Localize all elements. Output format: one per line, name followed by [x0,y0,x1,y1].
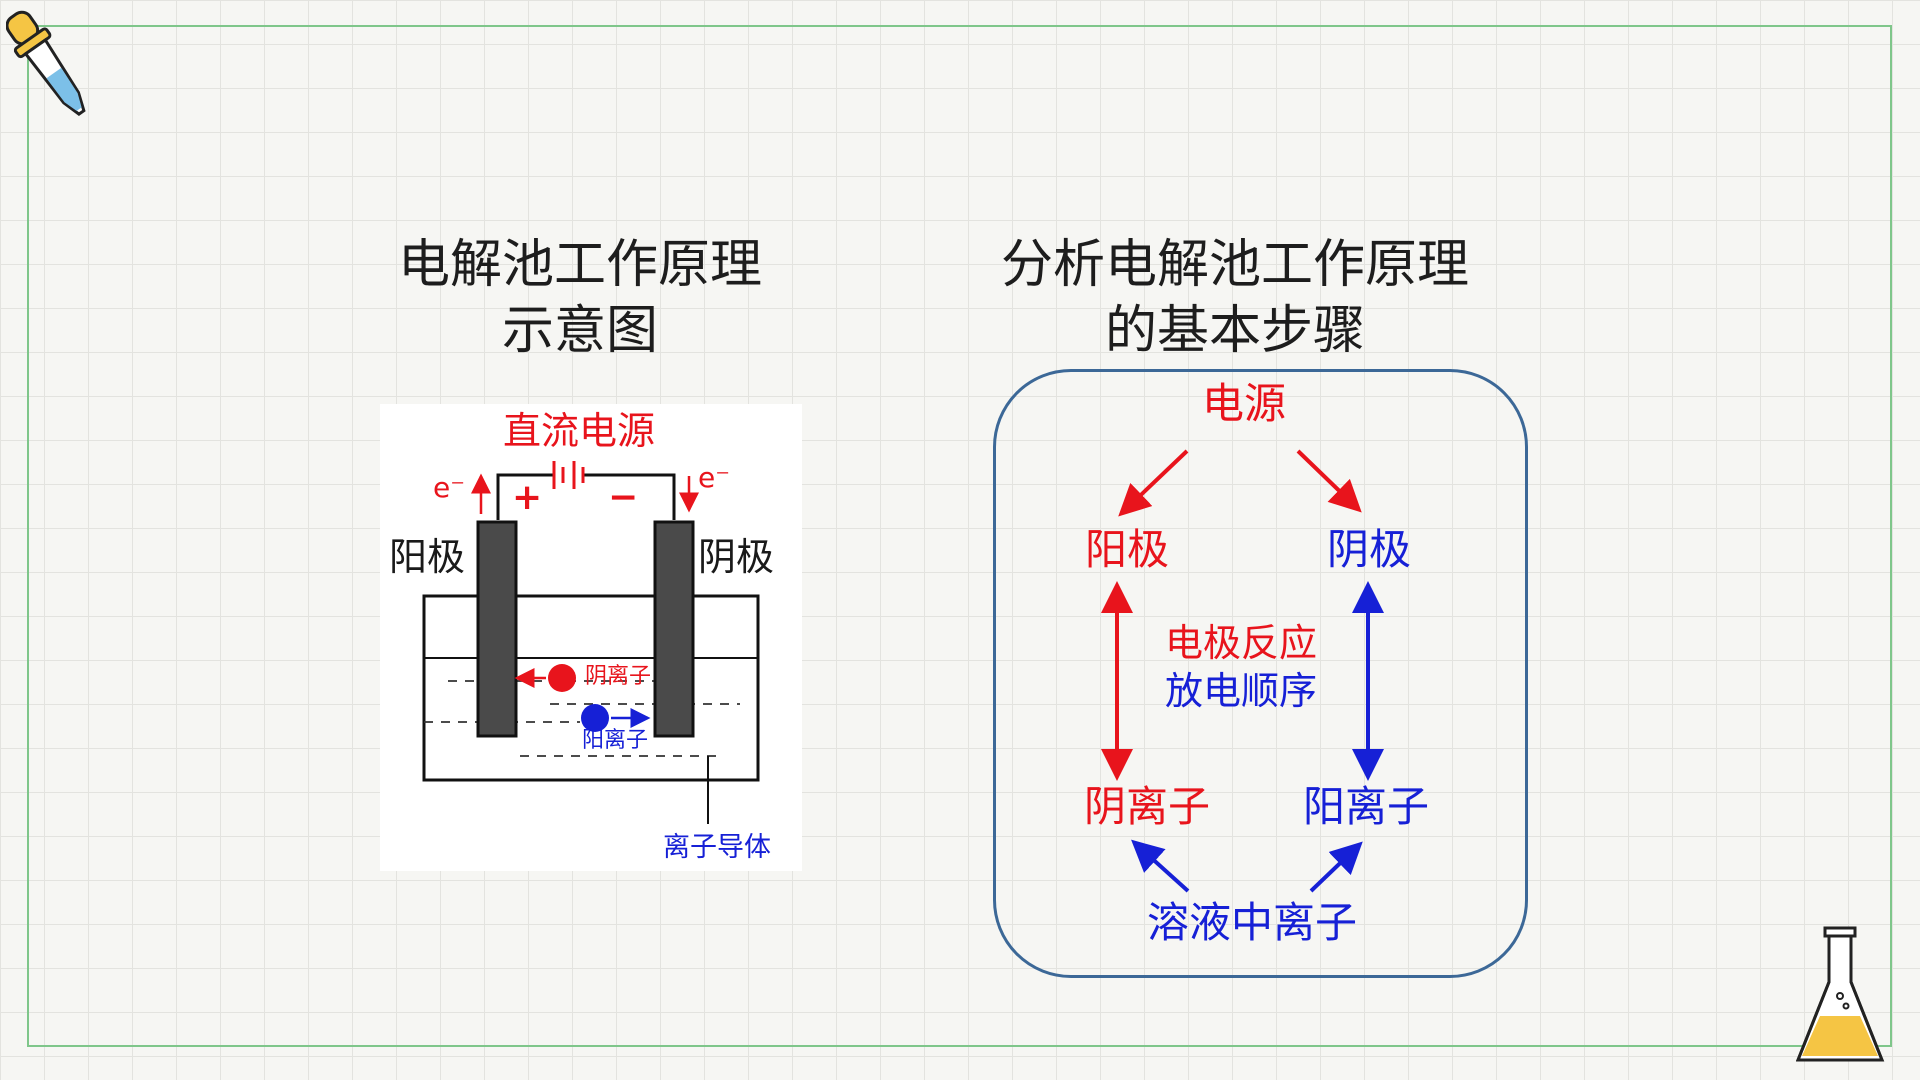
anion-dot [548,664,576,692]
anion-label: 阴离子 [585,664,652,689]
step-power: 电源 [1202,379,1287,428]
step-anion: 阴离子 [1084,782,1211,831]
positive-terminal: + [512,477,543,518]
left-title: 电解池工作原理 示意图 [355,232,805,364]
electron-label-right: e⁻ [698,461,731,494]
arrow-power-to-anode [1118,449,1189,517]
right-title-line2: 的基本步骤 [1104,301,1365,361]
electrolytic-cell-diagram: 直流电源 e⁻ e⁻ + − 阳极 阴极 阴离子 阳离子 离子导体 [380,404,802,871]
electron-label-left: e⁻ [433,471,466,504]
analysis-steps-diagram: 电源 阳极 阴极 电极反应 放电顺序 阴离子 阳离子 溶液中离子 [993,369,1528,978]
anode-label: 阳极 [389,535,466,579]
negative-terminal: − [608,477,639,518]
step-cathode: 阴极 [1327,525,1412,574]
cation-label: 阳离子 [582,728,649,753]
arrow-power-to-cathode [1296,449,1362,513]
anode-electrode [476,520,518,738]
right-title: 分析电解池工作原理 的基本步骤 [960,232,1510,364]
slide-frame [27,25,1892,1047]
ion-conductor-label: 离子导体 [663,832,771,863]
flask-icon [1795,924,1886,1070]
right-title-line1: 分析电解池工作原理 [1000,235,1469,295]
cation-dot [581,704,609,732]
step-solution-ions: 溶液中离子 [1147,898,1358,947]
step-center-line1: 电极反应 [1165,621,1318,665]
battery-symbol [552,461,585,489]
power-source-label: 直流电源 [503,409,656,453]
dropper-icon [5,4,96,134]
step-cation: 阳离子 [1303,782,1430,831]
circuit-wire [496,473,676,520]
step-center-line2: 放电顺序 [1165,669,1318,713]
step-anode: 阳极 [1085,525,1170,574]
beaker [422,594,760,782]
cathode-electrode [653,520,695,738]
arrow-solution-to-anion [1131,839,1190,893]
left-title-line1: 电解池工作原理 [397,235,762,295]
cathode-label: 阴极 [698,535,775,579]
steps-box [993,369,1528,978]
left-title-line2: 示意图 [501,301,658,361]
arrow-solution-to-cation [1309,841,1363,893]
